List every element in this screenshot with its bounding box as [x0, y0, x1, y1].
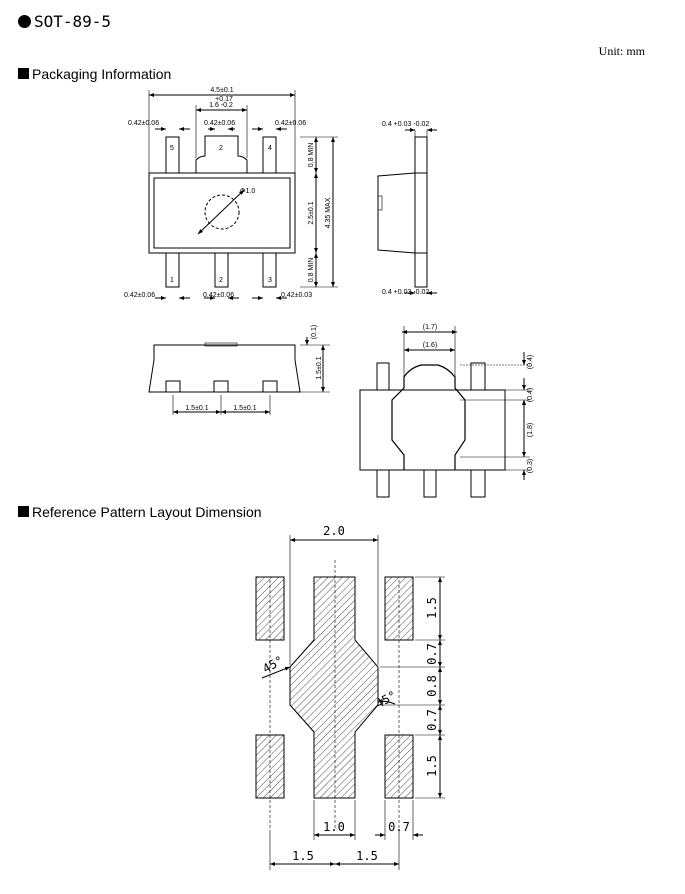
pattern-layout [255, 535, 445, 870]
dim-right-2: 0.7 [425, 643, 439, 665]
pad-bottom-right [384, 734, 414, 799]
bottom-view [359, 326, 530, 498]
dim-height: 1.5±0.1 [316, 356, 323, 379]
dim-pitch: 1.5±0.1 [233, 405, 256, 412]
dim-angle-left: 45° [260, 653, 286, 676]
package-title: SOT-89-5 [18, 12, 111, 31]
dim-right-4: 0.7 [425, 709, 439, 731]
dim-thickness: 0.4 +0.03 -0.02 [382, 289, 429, 296]
pin-label: 2 [219, 145, 223, 152]
unit-label: Unit: mm [598, 44, 645, 58]
dim-lead: 0.42±0.03 [281, 292, 312, 299]
square-bullet-icon [18, 68, 29, 79]
front-view [148, 337, 330, 415]
dim-tol: +0.17 [215, 96, 233, 103]
pattern-heading: Reference Pattern Layout Dimension [18, 504, 262, 520]
dim-right-1: 1.5 [425, 597, 439, 619]
dim-right-3: 0.8 [425, 675, 439, 697]
tab [195, 135, 248, 173]
side-view [377, 128, 437, 295]
pad-center [289, 576, 379, 799]
side-view-labels: 0.4 +0.03 -0.02 0.4 +0.03 -0.02 [382, 121, 429, 296]
lead-5 [165, 136, 180, 174]
square-bullet-icon [18, 506, 29, 517]
dim-width: 4.5±0.1 [210, 87, 233, 94]
dim-pitch: 1.5±0.1 [185, 405, 208, 412]
front-view-labels: (0.1) 1.5±0.1 1.5±0.1 1.5±0.1 [185, 325, 323, 412]
dim-inner: (1.6) [423, 342, 437, 349]
dim-total-height: 4.35 MAX [325, 197, 332, 228]
dim-outer: (1.7) [423, 324, 437, 331]
pin-label: 4 [268, 145, 272, 152]
dim-offset: (0.1) [311, 325, 318, 339]
pin-label: 2 [219, 277, 223, 284]
pin-label: 1 [170, 277, 174, 284]
body-inner [153, 177, 291, 249]
bullet-icon [18, 15, 31, 28]
packaging-heading: Packaging Information [18, 66, 171, 82]
dim-v2: (0.4) [527, 388, 534, 402]
body-outer [148, 172, 296, 254]
pin-label: 5 [170, 145, 174, 152]
dim-lead: 0.42±0.06 [124, 292, 155, 299]
pin-label: 3 [268, 277, 272, 284]
dim-lead: 0.42±0.06 [128, 120, 159, 127]
pad-top-right [384, 576, 414, 641]
dim-pad-width: 0.7 [388, 820, 410, 834]
dim-top-width: 2.0 [323, 524, 345, 538]
lead-1 [165, 252, 180, 288]
lead-4 [262, 136, 277, 174]
dim-lead: 0.42±0.06 [203, 292, 234, 299]
bottom-view-labels: (1.7) (1.6) (0.4) (0.4) (1.8) (0.3) [423, 324, 534, 473]
dim-pitch-right: 1.5 [356, 849, 378, 863]
dim-center-width: 1.0 [323, 820, 345, 834]
lead-2 [214, 252, 229, 288]
dim-right-5: 1.5 [425, 755, 439, 777]
dim-lead-min: 0.8 MIN [308, 258, 315, 283]
dim-lead-min: 0.8 MIN [308, 143, 315, 168]
dim-v3: (1.8) [527, 423, 534, 437]
dim-v1: (0.4) [527, 355, 534, 369]
dim-pitch-left: 1.5 [292, 849, 314, 863]
dim-v4: (0.3) [527, 459, 534, 473]
top-view [148, 90, 338, 300]
pad-top-left [255, 576, 285, 641]
dim-lead: 0.42±0.06 [204, 120, 235, 127]
dim-body-height: 2.5±0.1 [308, 201, 315, 224]
package-title-text: SOT-89-5 [34, 12, 112, 31]
lead-3 [262, 252, 277, 288]
pad-bottom-left [255, 734, 285, 799]
dim-lead: 0.42±0.06 [275, 120, 306, 127]
top-view-labels: 5 2 4 1 2 3 4.5±0.1 +0.17 1.6 -0.2 0.42±… [124, 87, 332, 299]
dim-tab: 1.6 -0.2 [209, 102, 233, 109]
dim-hole: Φ1.0 [240, 188, 255, 195]
dim-thickness: 0.4 +0.03 -0.02 [382, 121, 429, 128]
